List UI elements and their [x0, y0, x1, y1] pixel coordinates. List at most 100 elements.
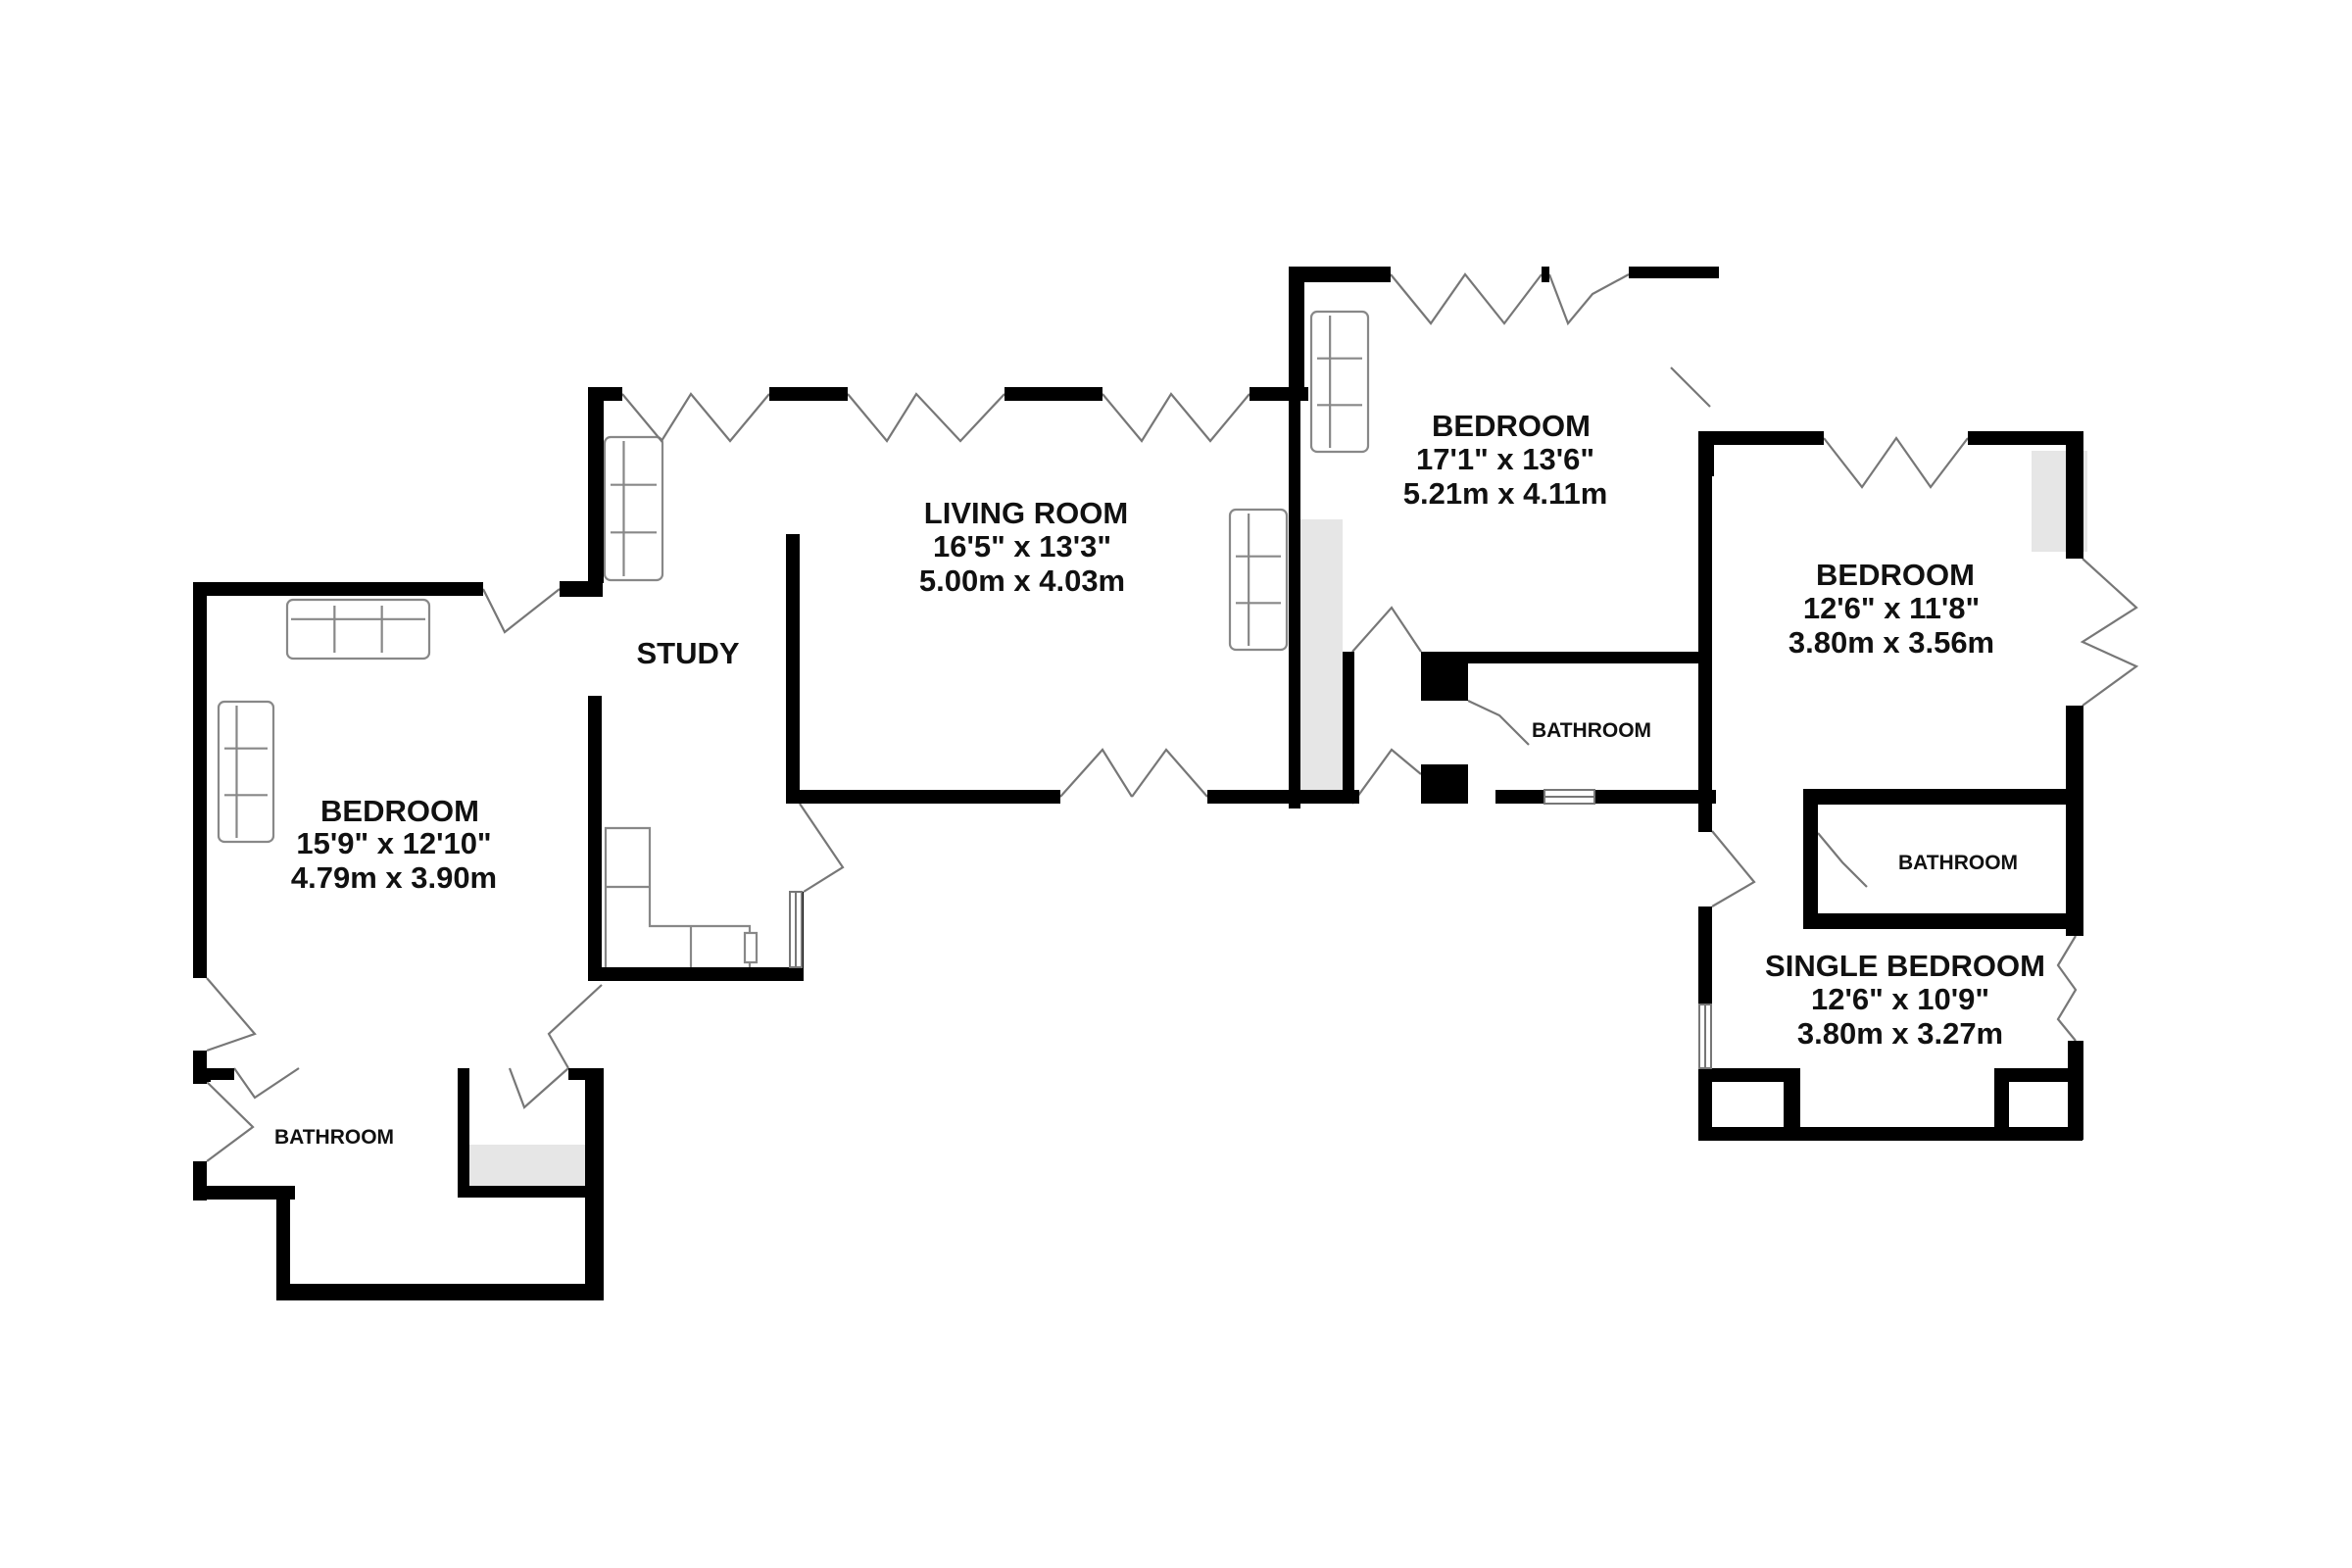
- room-name-single-bedroom: SINGLE BEDROOM: [1765, 949, 2045, 983]
- wall-segment: [205, 1068, 234, 1080]
- room-name-bathroom-3: BATHROOM: [1898, 852, 2018, 874]
- wall-segment: [458, 1068, 469, 1191]
- wall-segment: [769, 387, 848, 401]
- door-leaf: [1467, 700, 1530, 746]
- door-leaf: [508, 1067, 569, 1109]
- wall-segment: [193, 1186, 295, 1200]
- wall-segment: [560, 581, 603, 597]
- sofa: [217, 700, 275, 844]
- wall-segment: [458, 1186, 599, 1198]
- wall-segment: [588, 967, 804, 981]
- door-leaf: [1547, 273, 1630, 326]
- wall-segment: [1968, 431, 2082, 445]
- room-name-bathroom-1: BATHROOM: [274, 1126, 394, 1149]
- corner-sofa-arm: [743, 931, 759, 964]
- wall-segment: [588, 387, 622, 401]
- sofa: [1309, 310, 1370, 454]
- wall-segment: [1289, 267, 1304, 394]
- wall-segment: [1698, 1068, 1712, 1140]
- wardrobe: [466, 1145, 585, 1189]
- wall-segment: [588, 387, 604, 583]
- room-name-bathroom-2: BATHROOM: [1532, 719, 1651, 742]
- wall-segment: [1289, 387, 1300, 808]
- wall-segment: [1698, 906, 1712, 1004]
- wall-segment: [1421, 652, 1468, 701]
- room-dims-imperial-bedroom-2: 17'1" x 13'6": [1416, 442, 1594, 476]
- wall-segment: [1994, 1068, 2082, 1082]
- wall-segment: [1343, 652, 1354, 804]
- wall-segment: [568, 1068, 604, 1080]
- door-leaf: [799, 803, 845, 893]
- room-name-bedroom-3: BEDROOM: [1816, 558, 1975, 592]
- wall-segment: [1421, 764, 1468, 804]
- wall-segment: [588, 696, 602, 980]
- wall-segment: [1803, 913, 2083, 929]
- door-leaf: [1102, 392, 1250, 443]
- room-name-study: STUDY: [636, 636, 739, 670]
- door-leaf: [1711, 830, 1756, 907]
- room-name-living-room: LIVING ROOM: [924, 496, 1128, 530]
- room-dims-metric-bedroom-1: 4.79m x 3.90m: [291, 860, 497, 895]
- wall-segment: [1698, 1127, 2082, 1141]
- door-leaf: [1817, 832, 1868, 888]
- room-dims-imperial-bedroom-1: 15'9" x 12'10": [296, 826, 491, 860]
- door-leaf: [1351, 606, 1422, 653]
- door-leaf: [206, 1081, 255, 1162]
- wall-segment: [1629, 267, 1719, 278]
- room-dims-imperial-single-bedroom: 12'6" x 10'9": [1811, 982, 1989, 1016]
- room-dims-metric-bedroom-3: 3.80m x 3.56m: [1788, 625, 1994, 660]
- door-leaf: [1059, 748, 1208, 798]
- door-leaf: [482, 588, 561, 634]
- wall-segment: [1712, 1068, 1800, 1082]
- doors: [206, 272, 2139, 1162]
- door-leaf: [547, 984, 603, 1069]
- door-leaf: [206, 977, 257, 1053]
- door-leaf: [1390, 272, 1543, 325]
- room-dims-metric-living-room: 5.00m x 4.03m: [919, 564, 1125, 598]
- wall-segment: [2068, 1041, 2083, 1140]
- corner-sofa: [604, 826, 752, 972]
- wall-segment: [786, 790, 1060, 804]
- door-leaf: [2080, 558, 2139, 707]
- fixtures: [217, 310, 1370, 972]
- wall-segment: [1994, 1068, 2009, 1127]
- walls: [193, 267, 2083, 1300]
- wall-segment: [1803, 789, 2083, 805]
- sofa: [603, 435, 664, 582]
- wall-segment: [193, 582, 207, 978]
- wall-segment: [1784, 1068, 1800, 1127]
- wall-segment: [1207, 790, 1359, 804]
- sofa: [285, 598, 431, 661]
- room-dims-metric-single-bedroom: 3.80m x 3.27m: [1797, 1016, 2003, 1051]
- wall-segment: [786, 534, 800, 804]
- room-dims-metric-bedroom-2: 5.21m x 4.11m: [1403, 476, 1608, 511]
- wall-segment: [1343, 652, 1352, 663]
- wall-segment: [585, 1068, 604, 1300]
- door-leaf: [2056, 935, 2078, 1042]
- door-leaf: [621, 392, 770, 443]
- room-name-bedroom-2: BEDROOM: [1432, 409, 1591, 443]
- wall-segment: [276, 1186, 290, 1300]
- wall-segment: [1004, 387, 1102, 401]
- wall-segment: [1421, 652, 1705, 663]
- wall-segment: [193, 582, 483, 596]
- wall-segment: [1495, 790, 1544, 804]
- sofa: [1228, 508, 1289, 652]
- wall-segment: [1698, 802, 1712, 831]
- door-leaf: [1823, 436, 1969, 489]
- wall-segment: [1289, 267, 1391, 282]
- door-leaf: [847, 392, 1005, 443]
- room-labels: BEDROOM 15'9" x 12'10" 4.79m x 3.90m STU…: [274, 409, 2045, 1149]
- wall-segment: [1698, 431, 1824, 445]
- wall-segment: [1698, 445, 1712, 832]
- room-dims-imperial-bedroom-3: 12'6" x 11'8": [1803, 591, 1980, 625]
- room-dims-imperial-living-room: 16'5" x 13'3": [933, 529, 1111, 564]
- door-leaf: [233, 1067, 300, 1100]
- wall-segment: [1803, 789, 1818, 929]
- wall-segment: [2066, 431, 2083, 559]
- wall-segment: [276, 1284, 602, 1300]
- wall-segment: [2066, 706, 2083, 936]
- door-leaf: [1670, 367, 1711, 408]
- room-name-bedroom-1: BEDROOM: [320, 794, 479, 828]
